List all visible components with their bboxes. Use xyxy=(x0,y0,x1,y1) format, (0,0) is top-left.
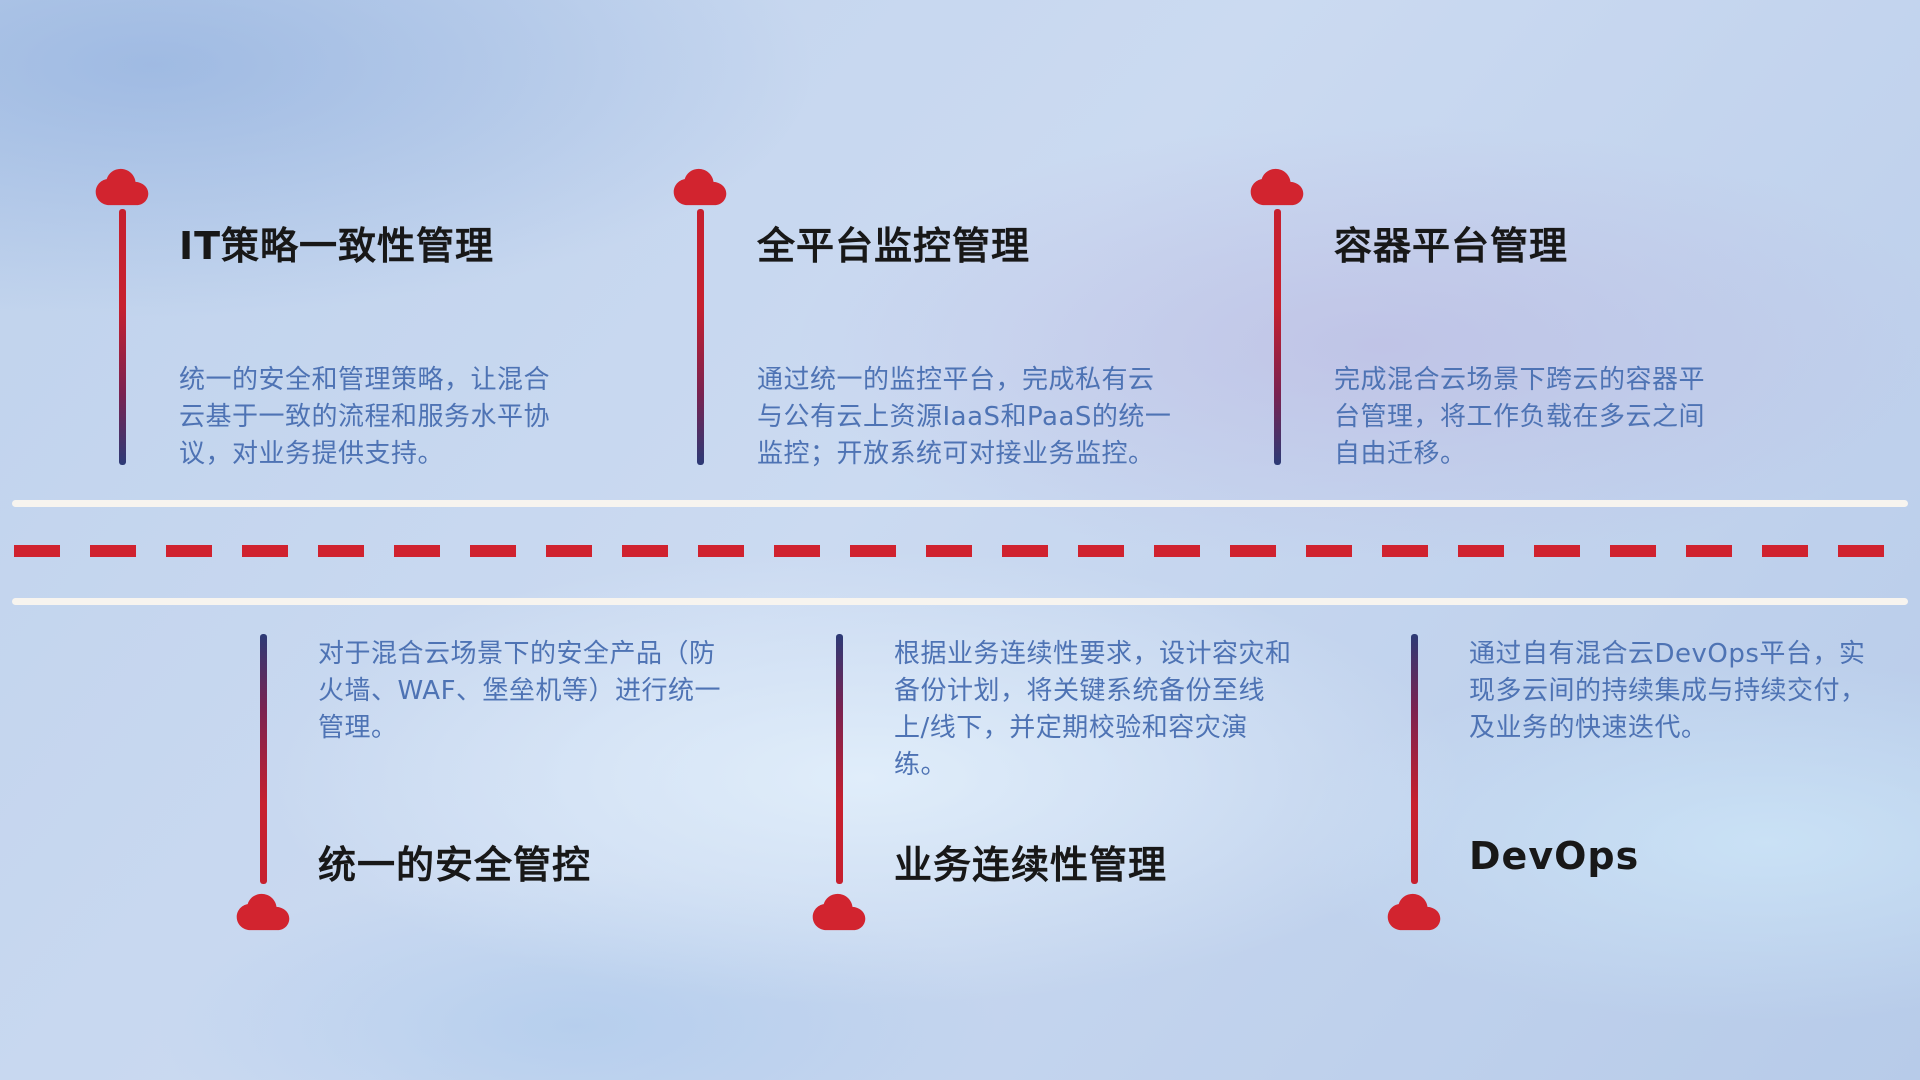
cloud-icon xyxy=(234,892,292,932)
timeline-pole xyxy=(697,209,704,465)
feature-description: 统一的安全和管理策略，让混合云基于一致的流程和服务水平协议，对业务提供支持。 xyxy=(179,365,551,469)
cloud-icon xyxy=(810,892,868,932)
road-edge-bottom xyxy=(12,598,1908,605)
feature-title: 全平台监控管理 xyxy=(757,224,1031,268)
cloud-icon xyxy=(671,167,729,207)
cloud-icon xyxy=(93,167,151,207)
cloud-icon xyxy=(1248,167,1306,207)
feature-description: 根据业务连续性要求，设计容灾和备份计划，将关键系统备份至线上/线下，并定期校验和… xyxy=(894,639,1292,780)
feature-title: DevOps xyxy=(1469,834,1640,878)
feature-title: 容器平台管理 xyxy=(1334,224,1569,268)
feature-description: 对于混合云场景下的安全产品（防火墙、WAF、堡垒机等）进行统一管理。 xyxy=(318,639,722,743)
road-edge-top xyxy=(12,500,1908,507)
timeline-pole xyxy=(119,209,126,465)
timeline-pole xyxy=(836,634,843,884)
timeline-pole xyxy=(260,634,267,884)
feature-title: 统一的安全管控 xyxy=(318,843,592,887)
timeline-pole xyxy=(1411,634,1418,884)
feature-title: 业务连续性管理 xyxy=(894,843,1168,887)
feature-description: 完成混合云场景下跨云的容器平台管理，将工作负载在多云之间自由迁移。 xyxy=(1334,365,1706,469)
feature-title: IT策略一致性管理 xyxy=(179,224,495,268)
feature-description: 通过统一的监控平台，完成私有云与公有云上资源IaaS和PaaS的统一监控；开放系… xyxy=(757,365,1172,469)
timeline-pole xyxy=(1274,209,1281,465)
feature-description: 通过自有混合云DevOps平台，实现多云间的持续集成与持续交付，及业务的快速迭代… xyxy=(1469,639,1867,743)
cloud-icon xyxy=(1385,892,1443,932)
road-center-dashes xyxy=(14,545,1906,557)
